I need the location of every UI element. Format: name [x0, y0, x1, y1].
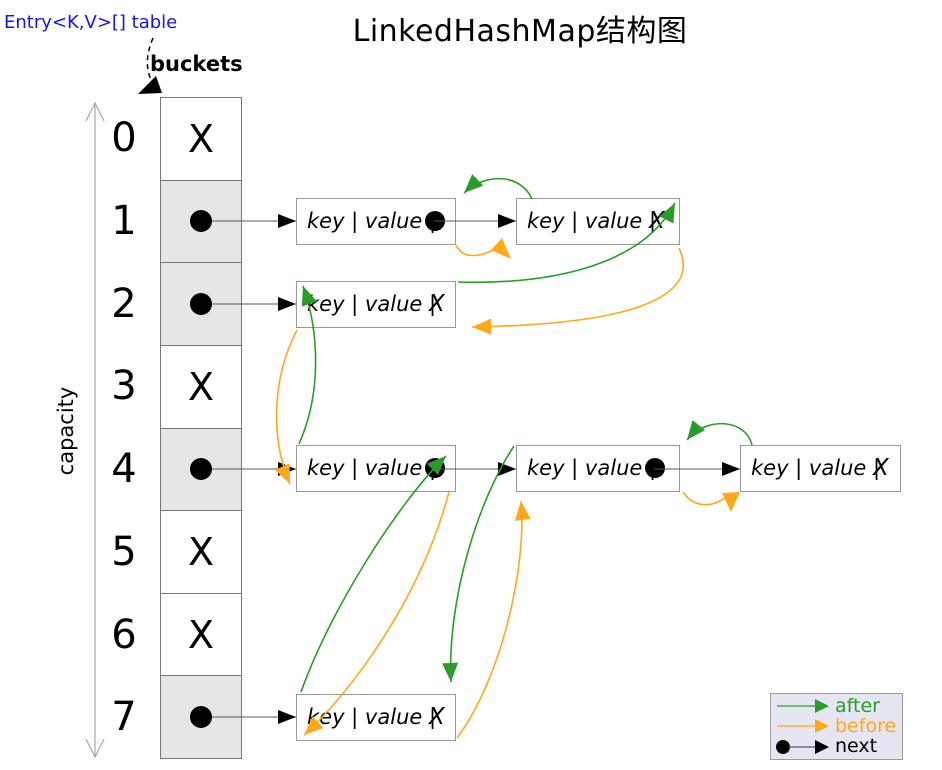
- bucket-index-6: 6: [111, 612, 137, 658]
- entry-node-label: key | value |: [527, 456, 657, 480]
- bucket-cell-0: X: [161, 98, 241, 181]
- null-marker: X: [187, 116, 215, 161]
- bucket-entry-dot: [190, 706, 212, 729]
- bucket-cell-6: X: [161, 593, 241, 677]
- bucket-entry-dot: [190, 293, 212, 316]
- legend-label-after: after: [835, 694, 880, 717]
- entry-node-label: key | value |: [307, 456, 437, 480]
- bucket-index-0: 0: [111, 115, 137, 161]
- next-pointer-dot: [645, 458, 665, 478]
- legend-before-arrow-icon: [777, 719, 829, 734]
- entry-node-label: key | value |: [751, 456, 881, 480]
- next-pointer-dot: [425, 458, 445, 478]
- entry-node-label: key | value |: [527, 209, 657, 233]
- entry-node-bucket4-node2: key | value |: [516, 445, 680, 492]
- bucket-index-3: 3: [111, 363, 137, 409]
- bucket-index-2: 2: [111, 281, 137, 327]
- buckets-label: buckets: [150, 52, 243, 76]
- bucket-cell-2: [161, 263, 241, 346]
- after-arrows: [298, 174, 753, 693]
- entry-node-bucket1-node1: key | value |: [296, 198, 456, 245]
- node-null-marker: X: [649, 208, 665, 234]
- entry-node-bucket1-node2: key | value |X: [516, 198, 680, 245]
- bucket-entry-dot: [190, 458, 212, 481]
- bucket-index-5: 5: [111, 529, 137, 575]
- entry-node-label: key | value |: [307, 705, 437, 729]
- bucket-cell-3: X: [161, 345, 241, 429]
- legend-item-next: next: [775, 737, 898, 757]
- node-null-marker: X: [429, 291, 445, 317]
- null-marker: X: [187, 612, 215, 657]
- null-marker: X: [187, 364, 215, 409]
- capacity-label: capacity: [54, 386, 78, 476]
- entry-node-bucket7-node1: key | value |X: [296, 694, 456, 741]
- bucket-cell-1: [161, 180, 241, 264]
- legend-label-next: next: [835, 735, 878, 758]
- legend-item-after: after: [775, 696, 898, 716]
- entry-node-label: key | value |: [307, 209, 437, 233]
- bucket-cell-4: [161, 428, 241, 512]
- bucket-index-4: 4: [111, 446, 137, 492]
- legend-next-arrow-icon: [776, 739, 829, 754]
- entry-node-bucket4-node3: key | value |X: [740, 445, 901, 492]
- bucket-cell-5: X: [161, 511, 241, 594]
- entry-node-bucket2-node1: key | value |X: [296, 281, 456, 328]
- null-marker: X: [187, 529, 215, 574]
- next-pointer-dot: [425, 211, 445, 231]
- legend-after-arrow-icon: [777, 699, 829, 714]
- entry-table-label: Entry<K,V>[] table: [4, 12, 178, 33]
- page-title: LinkedHashMap结构图: [352, 14, 688, 49]
- bucket-cell-7: [161, 676, 241, 758]
- legend-item-before: before: [775, 716, 898, 736]
- node-null-marker: X: [873, 455, 889, 481]
- node-null-marker: X: [429, 704, 445, 730]
- entry-node-bucket4-node1: key | value |: [296, 445, 456, 492]
- bucket-entry-dot: [190, 210, 212, 233]
- bucket-index-1: 1: [111, 198, 137, 244]
- legend-label-before: before: [835, 714, 897, 737]
- bucket-index-7: 7: [111, 694, 137, 740]
- entry-node-label: key | value |: [307, 292, 437, 316]
